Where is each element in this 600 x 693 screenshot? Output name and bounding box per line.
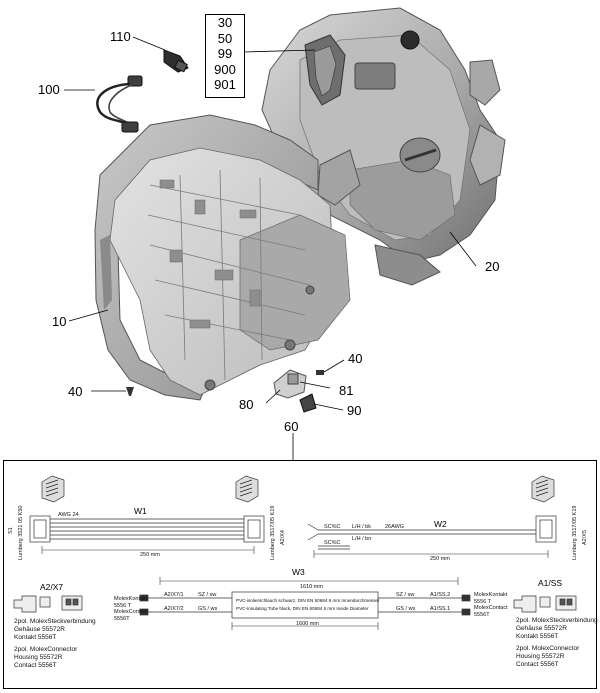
variant-number: 900	[214, 61, 236, 77]
w1-left-part: Lumberg 3521 05 K50	[18, 505, 24, 560]
w2-cable-drawing	[307, 515, 557, 558]
variant-number-box: 30 50 99 900 901	[205, 14, 245, 98]
w3-right-mark: A1/SS.1	[430, 606, 451, 612]
w1-right-plug-icon	[235, 475, 259, 503]
callout-10: 10	[52, 314, 67, 329]
cable-part-100	[96, 75, 143, 133]
variant-number: 30	[217, 15, 233, 30]
callout-110: 110	[110, 29, 131, 44]
callout-90: 90	[347, 403, 362, 418]
callout-60: 60	[284, 419, 299, 434]
w3-tube-spec-de: PVC-isolierschlauch schwarz, DIN EN 6068…	[236, 598, 380, 603]
a2x7-description-en: 2pol. MolexConnector Housing 55572R Cont…	[14, 646, 78, 669]
w3-length-bottom: 1600 mm	[296, 621, 319, 627]
w1-right-id: A2/X4	[280, 530, 286, 545]
w1-length: 250 mm	[140, 552, 160, 558]
wiring-diagram-panel	[3, 460, 597, 689]
w3-title: W3	[292, 567, 305, 577]
a1ss-description-de: 2pol. MolexSteckverbindung Gehäuse 55572…	[516, 617, 598, 640]
w2-wire-mark: SC%C	[324, 524, 341, 530]
small-parts	[126, 369, 324, 413]
a1ss-title: A1/SS	[538, 578, 563, 588]
w3-tube-spec-en: PVC-Insulating Tube black, DIN EN 60684 …	[236, 606, 369, 611]
w3-left-contact: MolexKontakt 5556 T MolexContact 5556T	[114, 596, 148, 622]
w1-right-part: Lumberg 3517/05 K19	[270, 505, 276, 560]
a2x7-title: A2/X7	[40, 582, 64, 592]
w3-left-color: GS / ws	[198, 606, 218, 612]
handle-frame-part-10	[94, 114, 351, 401]
a1ss-connector-drawing	[513, 595, 577, 613]
w2-title: W2	[434, 519, 447, 529]
a1ss-description-en: 2pol. MolexConnector Housing 55572R Cont…	[516, 645, 580, 668]
callout-20: 20	[485, 259, 500, 274]
w3-left-mark: A2/X7/1	[164, 592, 184, 598]
w1-title: W1	[134, 506, 147, 516]
a2x7-description-de: 2pol. MolexSteckverbindung Gehäuse 55572…	[14, 618, 96, 641]
w3-cable-drawing	[139, 577, 471, 630]
w1-awg: AWG 24	[58, 512, 79, 518]
connector-part-110	[163, 49, 189, 73]
callout-40-right: 40	[348, 351, 363, 366]
variant-number: 901	[214, 77, 236, 93]
w1-cable-drawing	[29, 515, 265, 554]
callout-81: 81	[339, 383, 354, 398]
variant-number: 50	[217, 30, 233, 46]
w2-right-part: Lumberg 3517/05 K19	[572, 505, 578, 560]
callout-40-left: 40	[68, 384, 83, 399]
callout-100: 100	[38, 82, 60, 97]
w3-length-top: 1610 mm	[300, 584, 323, 590]
w2-length: 250 mm	[430, 556, 450, 562]
leader-lines	[64, 36, 477, 460]
w3-left-mark: A2/X7/2	[164, 606, 184, 612]
w1-left-plug-icon	[41, 475, 65, 503]
w3-right-color: GS / ws	[396, 606, 416, 612]
variant-number: 99	[217, 46, 233, 62]
w3-left-color: SZ / sw	[198, 592, 217, 598]
w2-wire-mark: SC%C	[324, 540, 341, 546]
exploded-view-illustration	[64, 7, 506, 460]
w3-right-contact: MolexKontakt 5556 T MolexContact 5556T	[474, 592, 508, 618]
w2-wire-mark: L/H / bn	[352, 536, 372, 542]
w3-right-color: SZ / sw	[396, 592, 415, 598]
w2-wire-mark: L/H / bk	[352, 524, 371, 530]
w1-left-id: S1	[8, 527, 14, 534]
w2-right-id: A2/X5	[582, 530, 588, 545]
w2-right-plug-icon	[531, 475, 555, 503]
callout-80: 80	[239, 397, 254, 412]
a2x7-connector-drawing	[13, 595, 83, 613]
w3-right-mark: A1/SS.2	[430, 592, 451, 598]
w2-awg: 26AWG	[385, 524, 405, 530]
